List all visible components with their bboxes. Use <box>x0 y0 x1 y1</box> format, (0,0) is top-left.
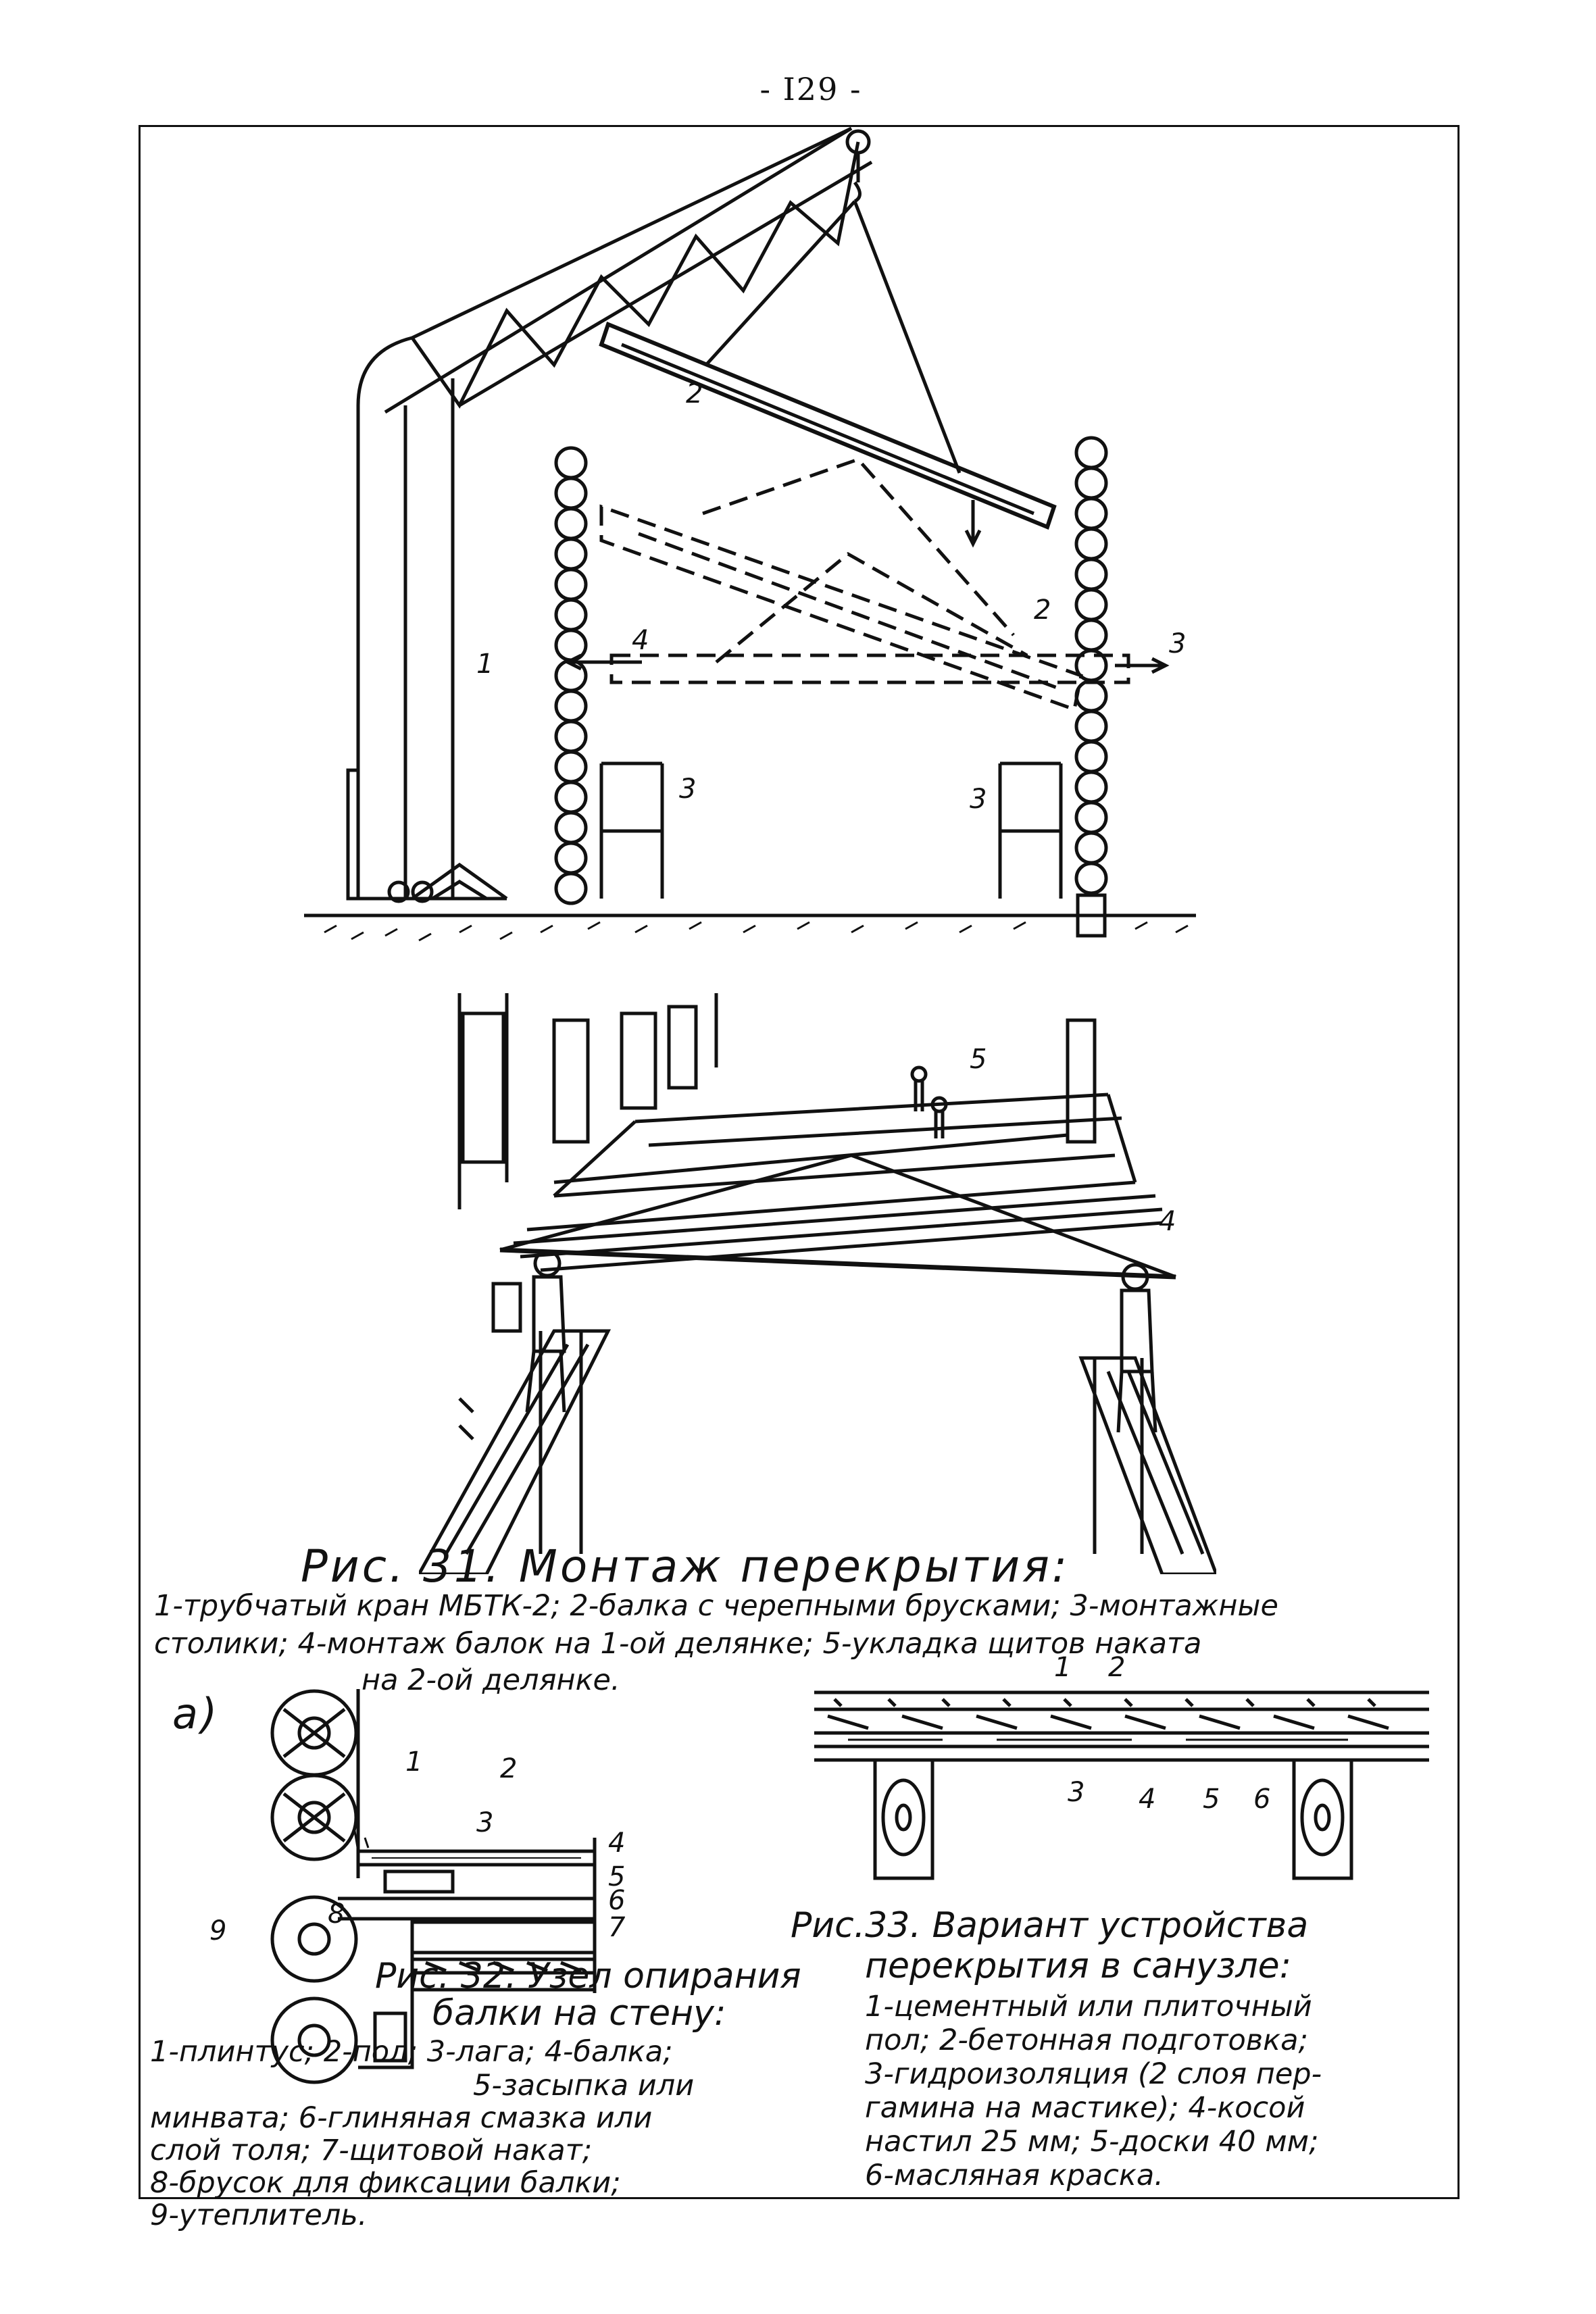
fig32-legend-line: слой толя; 7-щитовой накат; <box>150 2134 593 2167</box>
fig32-label-5: 5 <box>608 1861 626 1892</box>
table-label-3-right: 3 <box>970 784 987 815</box>
fig33-label-5: 5 <box>1203 1784 1220 1815</box>
fig33-legend-line: 6-масляная краска. <box>865 2159 1164 2192</box>
fig32-label-8: 8 <box>328 1898 345 1930</box>
page-frame <box>139 125 1460 2199</box>
fig32-title: балки на стену: <box>432 1993 726 2034</box>
left-log-wall <box>554 446 588 905</box>
fig32-beam-node-diagram <box>270 1689 597 2084</box>
fig33-title: перекрытия в санузле: <box>865 1946 1292 1986</box>
workers-label-5: 5 <box>970 1044 987 1075</box>
installation-illustration <box>419 993 1216 1574</box>
fig33-label-6: 6 <box>1253 1784 1271 1815</box>
fig33-label-3: 3 <box>1068 1777 1085 1808</box>
arrow-label-3: 3 <box>1169 628 1187 659</box>
fig33-legend-line: гамина на мастике); 4-косой <box>865 2091 1305 2125</box>
fig33-label-1: 1 <box>1054 1652 1072 1683</box>
fig33-label-4: 4 <box>1139 1784 1156 1815</box>
fig32-panel-label: а) <box>172 1689 220 1738</box>
fig32-legend-line: 5-засыпка или <box>473 2069 695 2103</box>
fig33-legend-line: пол; 2-бетонная подготовка; <box>865 2023 1308 2057</box>
fig33-label-2: 2 <box>1108 1652 1126 1683</box>
mounting-table-right <box>998 761 1063 899</box>
right-log-wall <box>1074 436 1108 938</box>
fig31-legend-line: столики; 4-монтаж балок на 1-ой делянке;… <box>154 1627 1202 1661</box>
installers-label-4: 4 <box>1159 1206 1176 1237</box>
fig32-label-6: 6 <box>608 1885 626 1916</box>
fig32-legend-line: минвата; 6-глиняная смазка или <box>150 2101 653 2135</box>
page-number: - I29 - <box>759 71 862 107</box>
fig32-title: Рис. 32. Узел опирания <box>375 1956 801 1996</box>
crane-illustration <box>304 126 1196 942</box>
fig32-legend-line: 9-утеплитель. <box>150 2198 368 2232</box>
fig32-legend-line: 8-брусок для фиксации балки; <box>150 2166 621 2200</box>
fig33-title: Рис.33. Вариант устройства <box>791 1905 1309 1946</box>
arrow-label-4: 4 <box>632 625 649 656</box>
fig32-label-3: 3 <box>476 1807 494 1838</box>
table-label-3-left: 3 <box>679 774 697 805</box>
fig33-legend-line: настил 25 мм; 5-доски 40 мм; <box>865 2125 1319 2159</box>
fig32-legend-line: 1-плинтус; 2-пол; 3-лага; 4-балка; <box>150 2035 673 2069</box>
fig32-label-9: 9 <box>209 1915 227 1946</box>
beam-label-2b: 2 <box>1034 595 1051 626</box>
fig32-label-1: 1 <box>405 1746 423 1778</box>
beam-label-2: 2 <box>686 378 703 409</box>
fig31-legend-line: 1-трубчатый кран МБТК-2; 2-балка с череп… <box>154 1589 1278 1623</box>
fig32-label-4: 4 <box>608 1828 626 1859</box>
mounting-table-left <box>599 761 664 899</box>
fig33-floor-section-diagram <box>814 1690 1429 1880</box>
fig33-legend-line: 1-цементный или плиточный <box>865 1990 1312 2023</box>
crane-label-1: 1 <box>476 649 494 680</box>
fig31-title: Рис. 31. Монтаж перекрытия: <box>301 1540 1070 1592</box>
fig31-legend-line: на 2-ой делянке. <box>361 1663 620 1697</box>
fig32-label-2: 2 <box>500 1753 518 1784</box>
fig32-label-7: 7 <box>608 1912 626 1943</box>
fig33-legend-line: 3-гидроизоляция (2 слоя пер- <box>865 2057 1322 2091</box>
